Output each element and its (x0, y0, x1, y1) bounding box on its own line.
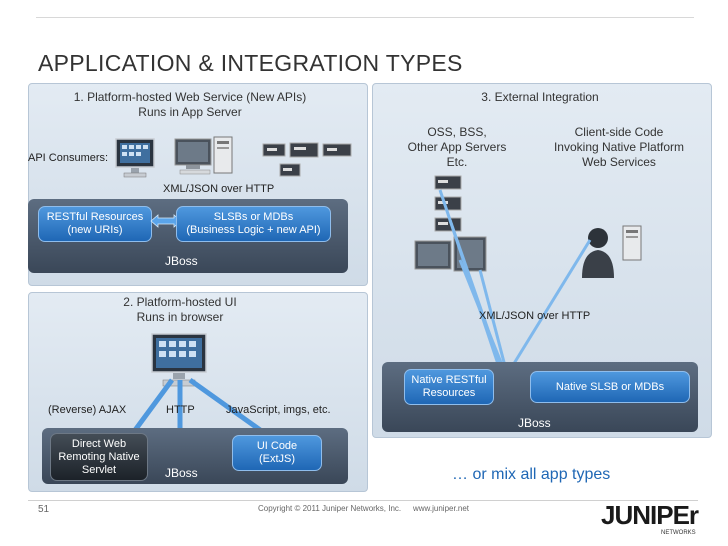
connection-arrows-icon (127, 377, 272, 440)
panel2-jboss-label: JBoss (165, 466, 198, 480)
external-servers-icon (414, 175, 487, 272)
api-consumers-label: API Consumers: (28, 152, 109, 164)
oss-label: OSS, BSS, Other App Servers Etc. (392, 125, 522, 170)
integration-arrows-icon (438, 189, 592, 371)
slsb-line2: (Business Logic + new API) (186, 224, 321, 236)
oss-line2: Other App Servers (407, 140, 507, 154)
panel3-jboss-label: JBoss (518, 416, 551, 430)
bottom-divider (28, 500, 698, 501)
client-side-label: Client-side Code Invoking Native Platfor… (536, 125, 702, 170)
dwr-line3: Servlet (81, 463, 117, 476)
monitor-icon (115, 138, 155, 178)
restful-line2: (new URIs) (67, 224, 123, 236)
oss-line3: Etc. (446, 155, 468, 169)
panel2-heading: 2. Platform-hosted UI Runs in browser (90, 295, 270, 325)
browser-monitor-icon (151, 333, 207, 387)
client-user-icon (582, 225, 642, 278)
ui-line2: (ExtJS) (258, 453, 296, 465)
panel1-heading: 1. Platform-hosted Web Service (New APIs… (40, 90, 340, 120)
panel2-heading-line2: Runs in browser (136, 310, 224, 324)
native-slsb-box: Native SLSB or MDBs (530, 371, 690, 403)
oss-line1: OSS, BSS, (427, 125, 487, 139)
client-line3: Web Services (582, 155, 656, 169)
restful-resources-box: RESTful Resources(new URIs) (38, 206, 152, 242)
panel3-heading: 3. External Integration (481, 90, 599, 104)
panel1-protocol-label: XML/JSON over HTTP (163, 183, 275, 195)
dwr-line1: Direct Web (71, 437, 127, 450)
http-label: HTTP (166, 404, 195, 416)
page-number: 51 (38, 504, 50, 515)
panel1-jboss-label: JBoss (165, 254, 198, 268)
native-restful-line2: Resources (422, 387, 476, 399)
native-slsb-label: Native SLSB or MDBs (555, 380, 665, 393)
panel3-protocol-label: XML/JSON over HTTP (479, 310, 591, 322)
panel1-heading-line1: 1. Platform-hosted Web Service (New APIs… (73, 90, 307, 104)
top-divider (36, 17, 694, 18)
website-url: www.juniper.net (413, 504, 470, 513)
panel1-heading-line2: Runs in App Server (138, 105, 242, 119)
slsb-mdb-box: SLSBs or MDBs(Business Logic + new API) (176, 206, 331, 242)
workstation-icon (174, 136, 233, 175)
copyright-text: Copyright © 2011 Juniper Networks, Inc. (258, 504, 402, 513)
ui-code-box: UI Code(ExtJS) (232, 435, 322, 471)
server-icon (279, 163, 301, 177)
panel2-heading-line1: 2. Platform-hosted UI (123, 295, 237, 309)
svg-text:JUNIPEr: JUNIPEr (601, 500, 699, 530)
server-rack-icon (262, 142, 352, 158)
native-restful-line1: Native RESTful (411, 374, 487, 386)
mix-types-text: … or mix all app types (452, 466, 611, 483)
reverse-ajax-label: (Reverse) AJAX (48, 404, 127, 416)
js-label: JavaScript, imgs, etc. (226, 404, 331, 416)
svg-text:NETWORKS: NETWORKS (661, 530, 696, 536)
page-title: APPLICATION & INTEGRATION TYPES (38, 50, 463, 76)
restful-line1: RESTful Resources (46, 211, 144, 223)
slsb-line1: SLSBs or MDBs (213, 211, 294, 223)
client-line1: Client-side Code (574, 125, 664, 139)
juniper-logo: JUNIPEr NETWORKS (601, 500, 701, 536)
client-line2: Invoking Native Platform (553, 140, 685, 154)
ui-line1: UI Code (256, 440, 298, 452)
dwr-line2: Remoting Native (58, 450, 140, 463)
